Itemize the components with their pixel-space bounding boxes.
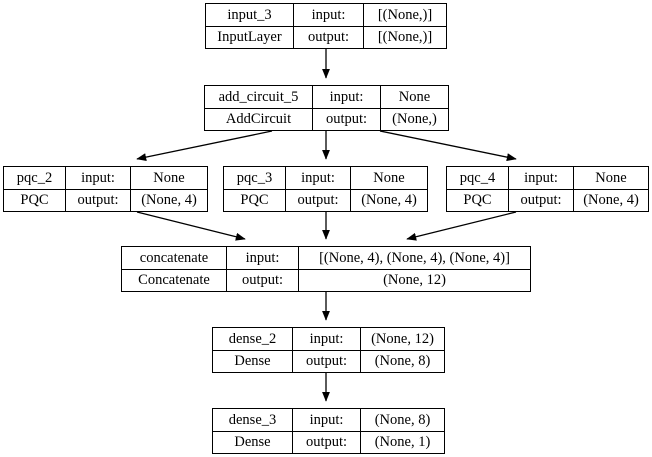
- layer-name: add_circuit_5: [205, 86, 313, 108]
- output-label: output:: [294, 26, 364, 48]
- layer-name: dense_3: [213, 409, 293, 431]
- input-shape-value: None: [373, 169, 405, 186]
- input-shape-value: (None, 12): [371, 330, 434, 347]
- layer-name: pqc_4: [447, 167, 509, 189]
- input-shape-value: (None, 8): [374, 411, 431, 428]
- input-label: input:: [294, 4, 364, 26]
- input-label: input:: [66, 167, 131, 189]
- layer-name: dense_2: [213, 328, 293, 350]
- output-shape-value: (None, 1): [374, 434, 431, 450]
- edge-pqc_4-to-concatenate: [406, 211, 517, 241]
- input-shape-value: None: [153, 169, 185, 186]
- output-shape-value: (None, 12): [383, 272, 446, 288]
- output-label: output:: [286, 189, 351, 211]
- input-label: input:: [293, 328, 361, 350]
- input-label: input:: [313, 86, 381, 108]
- input-shape-value: None: [398, 88, 431, 105]
- output-shape-value: (None,): [392, 111, 437, 127]
- output-shape-value: (None, 4): [141, 192, 197, 208]
- layer-class-name: Dense: [213, 431, 293, 453]
- input-label: input:: [293, 409, 361, 431]
- layer-class-name: Dense: [213, 350, 293, 372]
- edge-pqc_2-to-concatenate: [136, 211, 246, 241]
- layer-class-name: PQC: [447, 189, 509, 211]
- output-label: output:: [509, 189, 574, 211]
- edge-add_circuit_5-to-pqc_4: [379, 130, 517, 162]
- output-label: output:: [313, 108, 381, 130]
- input-label: input:: [286, 167, 351, 189]
- output-shape-value: (None, 8): [374, 353, 431, 369]
- layer-class-name: PQC: [4, 189, 66, 211]
- input-shape-value: [(None, 4), (None, 4), (None, 4)]: [319, 249, 510, 266]
- output-shape-value: [(None,)]: [377, 29, 433, 45]
- layer-class-name: InputLayer: [206, 26, 294, 48]
- input-shape-value: None: [595, 169, 627, 186]
- input-label: input:: [227, 247, 299, 269]
- output-label: output:: [293, 350, 361, 372]
- layer-name: concatenate: [122, 247, 227, 269]
- output-label: output:: [227, 269, 299, 291]
- output-label: output:: [293, 431, 361, 453]
- layer-class-name: PQC: [224, 189, 286, 211]
- layer-name: pqc_3: [224, 167, 286, 189]
- layer-name: pqc_2: [4, 167, 66, 189]
- input-shape-value: [(None,)]: [377, 6, 433, 23]
- output-shape-value: (None, 4): [583, 192, 639, 208]
- layer-class-name: Concatenate: [122, 269, 227, 291]
- layer-class-name: AddCircuit: [205, 108, 313, 130]
- output-shape-value: (None, 4): [361, 192, 417, 208]
- layer-name: input_3: [206, 4, 294, 26]
- edge-add_circuit_5-to-pqc_2: [136, 130, 273, 162]
- output-label: output:: [66, 189, 131, 211]
- input-label: input:: [509, 167, 574, 189]
